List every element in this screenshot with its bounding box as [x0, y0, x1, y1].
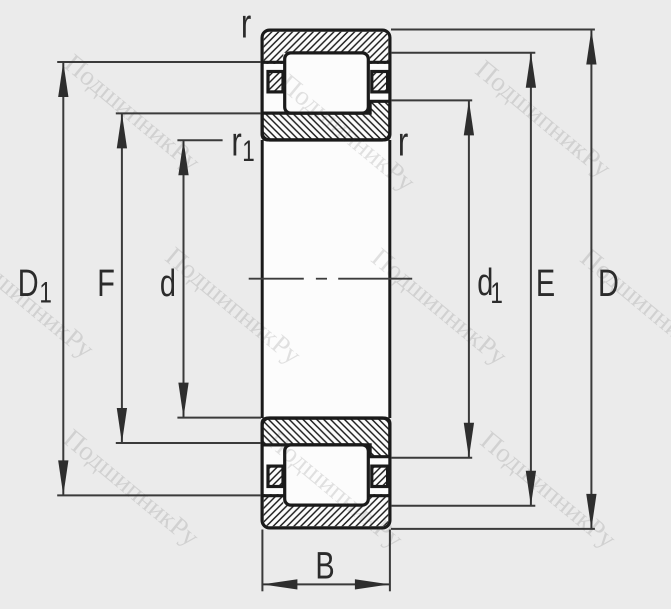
svg-text:d: d	[477, 261, 493, 304]
svg-text:r: r	[241, 0, 251, 46]
svg-text:d: d	[160, 262, 176, 305]
svg-text:r: r	[231, 118, 241, 164]
svg-text:F: F	[97, 262, 115, 305]
svg-text:E: E	[536, 262, 555, 305]
svg-text:1: 1	[242, 134, 254, 168]
svg-text:r: r	[398, 118, 408, 164]
svg-text:D: D	[598, 262, 619, 305]
svg-text:B: B	[315, 545, 334, 588]
svg-text:1: 1	[490, 276, 502, 310]
svg-text:1: 1	[39, 276, 51, 310]
svg-text:D: D	[18, 262, 39, 305]
